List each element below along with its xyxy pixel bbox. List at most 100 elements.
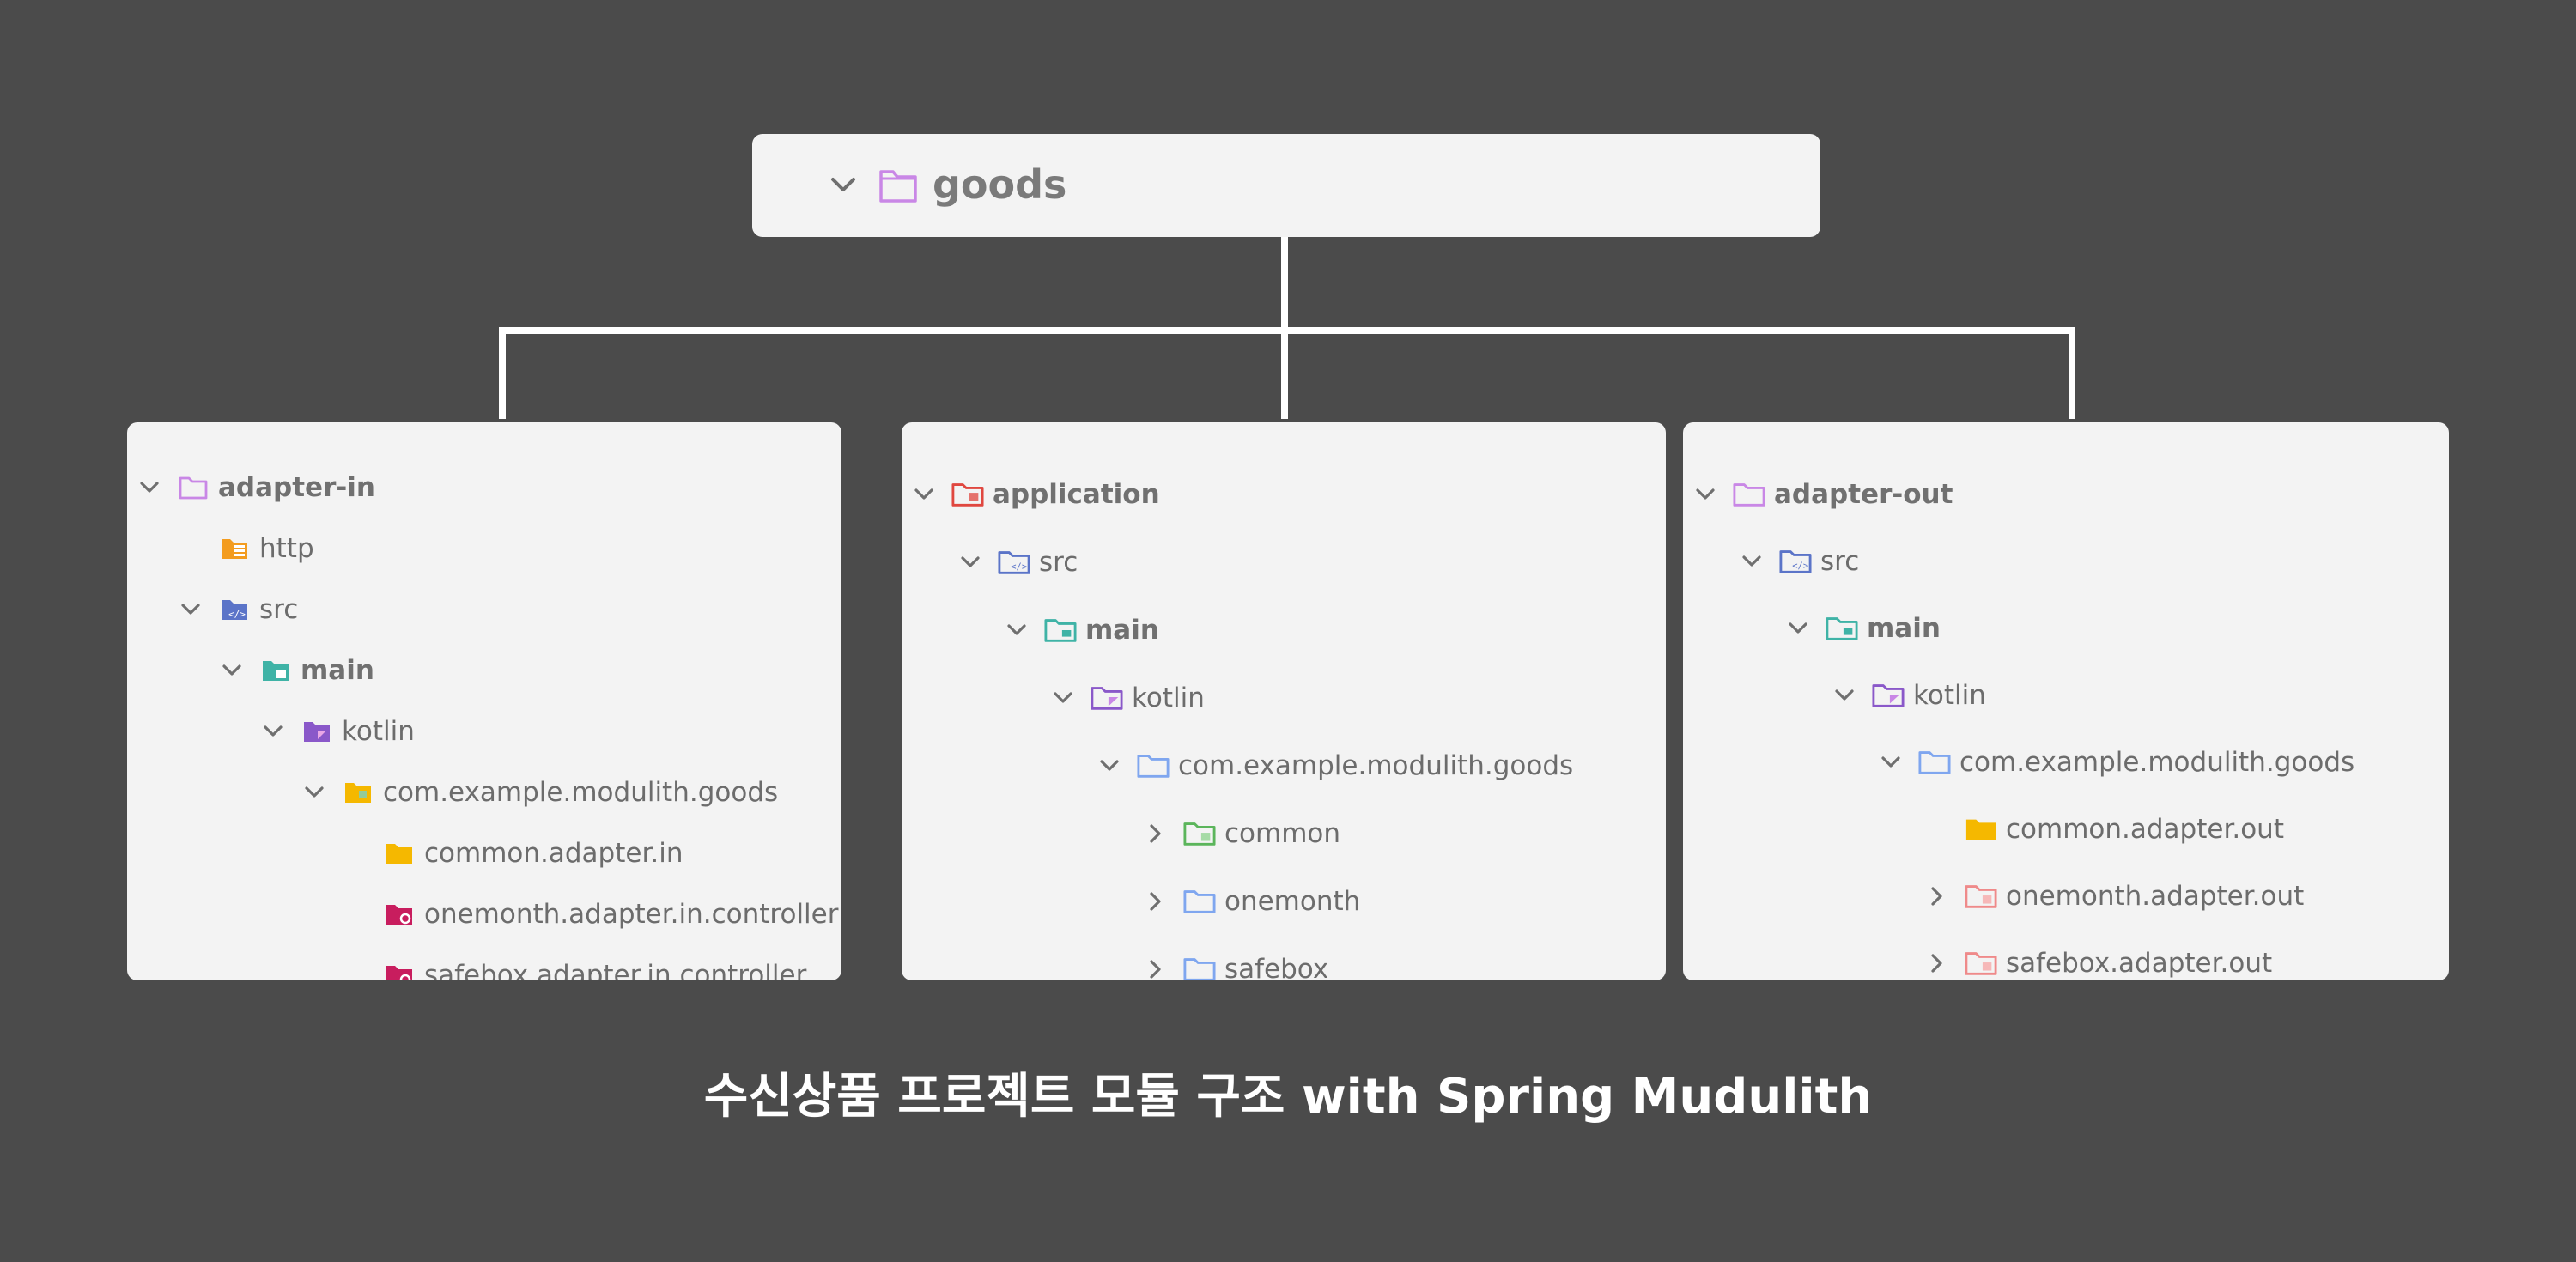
chevron-right-icon[interactable] [1923,939,1951,980]
tree-row-main[interactable]: main [218,646,374,695]
tree-label: onemonth.adapter.out [2006,881,2305,912]
chevron-right-icon[interactable] [1142,945,1170,980]
package-folder-icon [1183,877,1216,925]
chevron-down-icon[interactable] [1784,604,1812,652]
tree-row-kotlin[interactable]: kotlin [1831,671,1986,719]
chevron-down-icon[interactable] [218,646,246,695]
package-folder-icon [342,768,374,816]
chevron-down-icon[interactable] [1738,537,1765,585]
chevron-down-icon[interactable] [957,538,984,586]
tree-row-src[interactable]: </> src [177,585,298,634]
chevron-down-icon[interactable] [259,707,287,755]
tree-spacer [1923,805,1951,853]
tree-row-common-adapter-in[interactable]: common.adapter.in [342,829,683,877]
chevron-down-icon[interactable] [301,768,328,816]
controller-folder-icon [383,890,416,938]
tree-label: src [259,594,299,625]
package-folder-icon [1965,939,1997,980]
tree-label: adapter-in [218,472,375,503]
connector-branch-application [1281,327,1288,419]
tree-spacer [342,890,369,938]
package-folder-icon [1965,805,1997,853]
module-folder-icon [951,470,984,519]
package-folder-icon [383,829,416,877]
tree-label: com.example.modulith.goods [1178,750,1574,781]
tree-row-src[interactable]: </> src [1738,537,1859,585]
chevron-down-icon[interactable] [1049,674,1077,722]
tree-row-onemonth-adapter-out[interactable]: onemonth.adapter.out [1923,872,2304,920]
tree-label: common.adapter.out [2006,814,2284,845]
panel-adapter-out: adapter-out </> src main [1683,422,2449,980]
tree-row-safebox-controller[interactable]: safebox.adapter.in.controller [342,951,806,980]
tree-row-kotlin[interactable]: kotlin [259,707,415,755]
tree-row-src[interactable]: </> src [957,538,1078,586]
tree-row-adapter-out[interactable]: adapter-out [1692,470,1953,519]
resource-folder-icon [218,525,251,573]
source-folder-icon: </> [218,585,251,634]
tree-spacer [342,829,369,877]
tree-label: com.example.modulith.goods [1959,747,2355,778]
kotlin-folder-icon [301,707,333,755]
chevron-right-icon[interactable] [1923,872,1951,920]
tree-row-safebox-adapter-out[interactable]: safebox.adapter.out [1923,939,2272,980]
root-module-label: goods [933,161,1067,208]
connector-branch-adapter-in [499,327,506,419]
tree-row-onemonth[interactable]: onemonth [1142,877,1360,925]
tree-row-package-root[interactable]: com.example.modulith.goods [301,768,778,816]
tree-row-common-adapter-out[interactable]: common.adapter.out [1923,805,2284,853]
folder-icon [177,464,210,512]
chevron-down-icon[interactable] [1692,470,1719,519]
package-folder-icon [1183,945,1216,980]
tree-row-safebox[interactable]: safebox [1142,945,1328,980]
panel-adapter-in: adapter-in http </> src [127,422,841,980]
tree-label: main [301,655,374,686]
source-folder-icon: </> [998,538,1030,586]
tree-row-http[interactable]: http [177,525,314,573]
tree-row-main[interactable]: main [1003,606,1159,654]
tree-row-package-root[interactable]: com.example.modulith.goods [1877,738,2354,786]
package-folder-icon [1183,810,1216,858]
chevron-down-icon[interactable] [177,585,204,634]
chevron-right-icon[interactable] [1142,877,1170,925]
tree-spacer [342,951,369,980]
tree-label: main [1867,613,1941,644]
tree-row-adapter-in[interactable]: adapter-in [136,464,375,512]
root-module-node[interactable]: goods [752,134,1820,237]
kotlin-folder-icon [1872,671,1905,719]
package-folder-icon [1137,742,1170,790]
tree-label: com.example.modulith.goods [383,777,779,808]
tree-row-main[interactable]: main [1784,604,1941,652]
tree-label: safebox.adapter.in.controller [424,960,807,980]
tree-spacer [177,525,204,573]
tree-row-application[interactable]: application [910,470,1160,519]
tree-row-common[interactable]: common [1142,810,1340,858]
tree-row-kotlin[interactable]: kotlin [1049,674,1205,722]
panel-application: application </> src main [902,422,1666,980]
package-folder-icon [1918,738,1951,786]
tree-label: kotlin [342,716,415,747]
svg-text:</>: </> [1792,561,1808,572]
chevron-down-icon[interactable] [1003,606,1030,654]
chevron-down-icon[interactable] [136,464,163,512]
tree-row-onemonth-controller[interactable]: onemonth.adapter.in.controller [342,890,838,938]
chevron-right-icon[interactable] [1142,810,1170,858]
chevron-down-icon[interactable] [828,172,859,197]
main-folder-icon [1044,606,1077,654]
tree-label: onemonth [1224,886,1361,917]
controller-folder-icon [383,951,416,980]
tree-label: common [1224,818,1341,849]
diagram-caption: 수신상품 프로젝트 모듈 구조 with Spring Mudulith [703,1069,1873,1125]
main-folder-icon [1826,604,1858,652]
chevron-down-icon[interactable] [910,470,938,519]
tree-label: kotlin [1913,680,1986,711]
tree-label: http [259,533,314,564]
svg-text:</>: </> [228,609,246,620]
chevron-down-icon[interactable] [1877,738,1905,786]
package-folder-icon [1965,872,1997,920]
chevron-down-icon[interactable] [1096,742,1123,790]
chevron-down-icon[interactable] [1831,671,1858,719]
tree-row-package-root[interactable]: com.example.modulith.goods [1096,742,1573,790]
connector-branch-adapter-out [2069,327,2075,419]
tree-label: kotlin [1132,683,1205,713]
